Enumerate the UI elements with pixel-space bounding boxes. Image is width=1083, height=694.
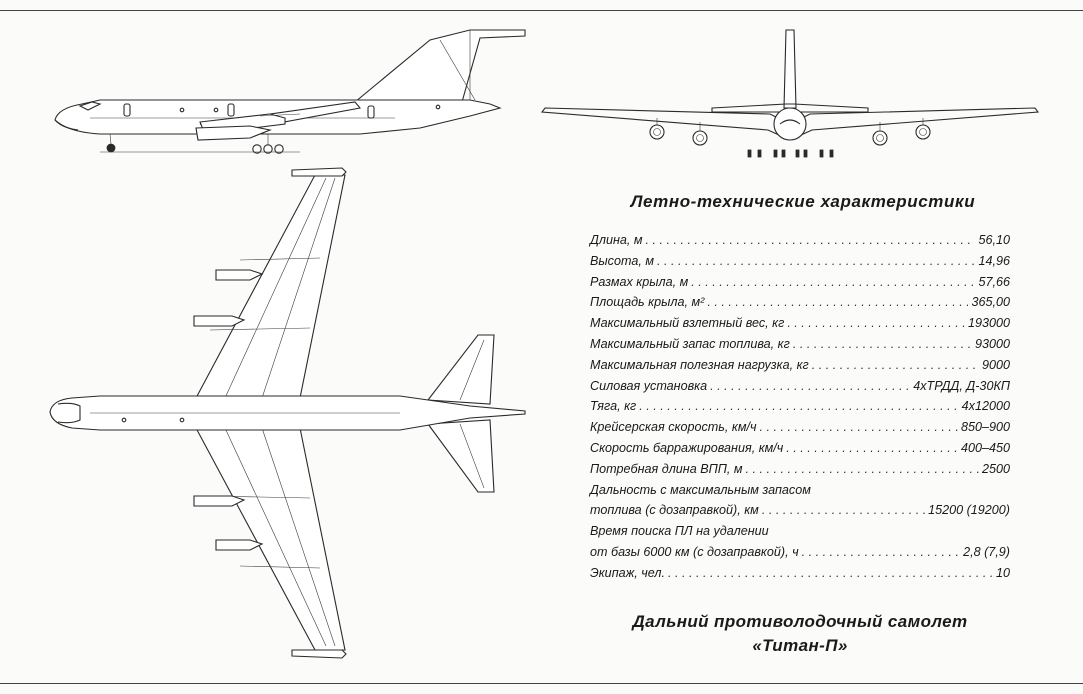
spec-label: Силовая установка	[590, 378, 708, 393]
specifications-block: Летно-технические характеристики Длина, …	[590, 192, 1010, 584]
spec-value: 4хТРДД, Д-30КП	[913, 378, 1010, 393]
spec-value: 400–450	[960, 440, 1010, 455]
spec-value: 2500	[981, 461, 1010, 476]
spec-search-line1: Время поиска ПЛ на удалении	[590, 524, 769, 539]
spec-label: Размах крыла, м	[590, 274, 689, 289]
spec-row-wing-area: Площадь крыла, м² 365,00	[590, 292, 1010, 313]
spec-label: Потребная длина ВПП, м	[590, 461, 743, 476]
spec-row-thrust: Тяга, кг 4х12000	[590, 396, 1010, 417]
spec-value: 56,10	[978, 233, 1010, 247]
spec-value: 15200 (19200)	[928, 503, 1010, 518]
spec-label: Крейсерская скорость, км/ч	[590, 420, 757, 435]
spec-range-line1: Дальность с максимальным запасом	[590, 482, 811, 497]
spec-row-runway-length: Потребная длина ВПП, м 2500	[590, 459, 1010, 480]
spec-row-length: Длина, м 56,10	[590, 230, 1010, 251]
spec-value: 9000	[981, 357, 1010, 372]
spec-row-max-takeoff-weight: Максимальный взлетный вес, кг 193000	[590, 313, 1010, 334]
caption-line-1: Дальний противолодочный самолет	[632, 612, 968, 631]
spec-label: от базы 6000 км (с дозаправкой), ч	[590, 544, 799, 559]
spec-label: топлива (с дозаправкой), км	[590, 503, 759, 518]
spec-row-height: Высота, м 14,96	[590, 251, 1010, 272]
spec-value: 850–900	[960, 420, 1010, 435]
spec-row-wingspan: Размах крыла, м 57,66	[590, 272, 1010, 293]
spec-row-max-payload: Максимальная полезная нагрузка, кг 9000	[590, 355, 1010, 376]
spec-value: 14,96	[978, 253, 1010, 268]
spec-value: 193000	[967, 316, 1010, 331]
spec-value: 57,66	[978, 274, 1010, 289]
spec-label: Тяга, кг	[590, 399, 637, 414]
specs-title: Летно-технические характеристики	[630, 192, 976, 211]
spec-label: Максимальный взлетный вес, кг	[590, 316, 785, 331]
spec-row-cruise-speed: Крейсерская скорость, км/ч 850–900	[590, 417, 1010, 438]
spec-value: 93000	[974, 336, 1010, 351]
spec-label: Длина, м	[590, 233, 643, 247]
spec-row-range: топлива (с дозаправкой), км 15200 (19200)	[590, 500, 1010, 521]
caption-line-2: «Титан-П»	[752, 636, 848, 655]
top-view	[49, 167, 526, 659]
spec-label: Скорость барражирования, км/ч	[590, 440, 784, 455]
spec-label: Площадь крыла, м²	[590, 295, 705, 310]
spec-value: 2,8 (7,9)	[963, 544, 1010, 559]
frame-bottom-line	[0, 683, 1083, 684]
spec-row-crew: Экипаж, чел. 10	[590, 563, 1010, 584]
spec-value: 10	[995, 565, 1010, 580]
spec-row-search-time: от базы 6000 км (с дозаправкой), ч 2,8 (7…	[590, 542, 1010, 563]
spec-label: Высота, м	[590, 253, 654, 268]
spec-row-loiter-speed: Скорость барражирования, км/ч 400–450	[590, 438, 1010, 459]
spec-label: Максимальная полезная нагрузка, кг	[590, 357, 809, 372]
spec-row-powerplant: Силовая установка 4хТРДД, Д-30КП	[590, 376, 1010, 397]
side-view	[54, 29, 526, 154]
front-view	[540, 29, 1040, 158]
aircraft-caption: Дальний противолодочный самолет «Титан-П…	[590, 610, 1010, 658]
frame-top-line	[0, 10, 1083, 11]
spec-value: 365,00	[971, 295, 1010, 310]
spec-row-max-fuel: Максимальный запас топлива, кг 93000	[590, 334, 1010, 355]
spec-value: 4х12000	[961, 399, 1010, 414]
spec-label: Максимальный запас топлива, кг	[590, 336, 790, 351]
spec-label: Экипаж, чел.	[590, 565, 665, 580]
